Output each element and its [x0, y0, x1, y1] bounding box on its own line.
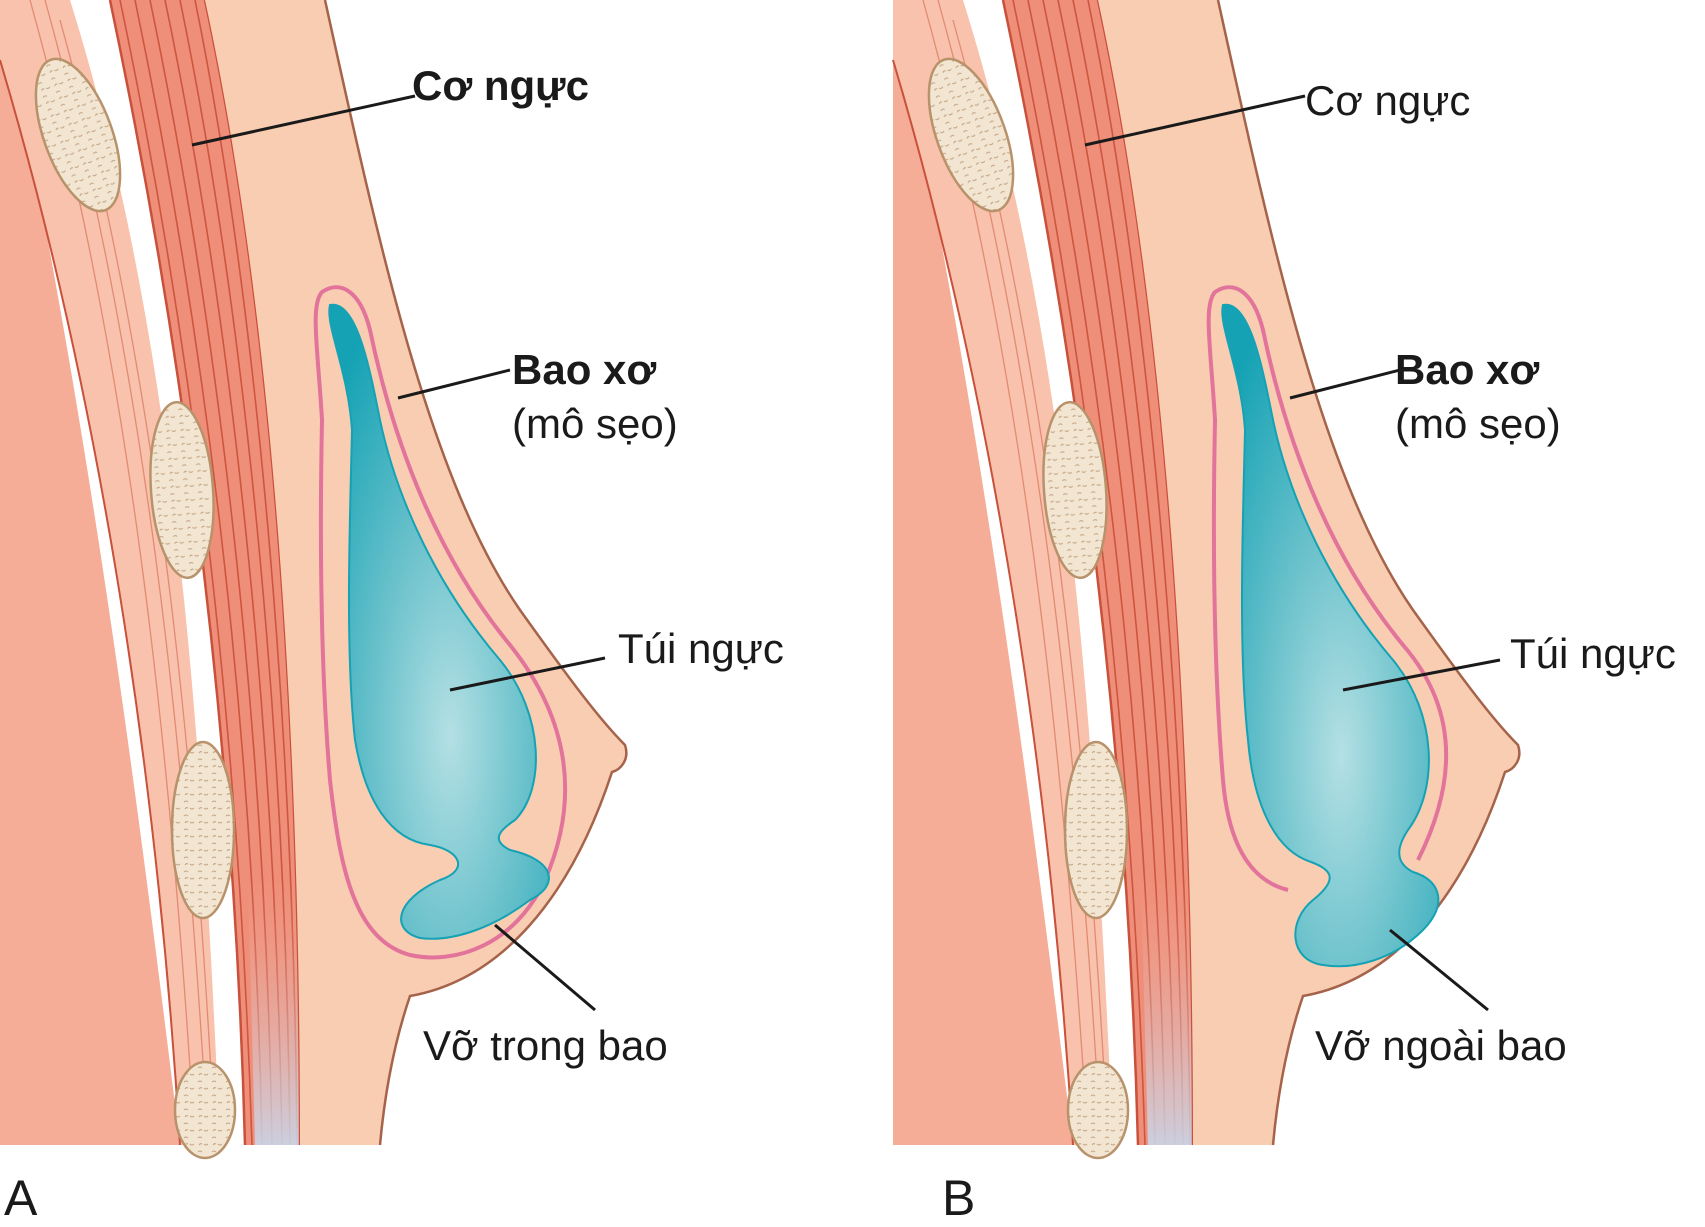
- fibrous-capsule: [313, 285, 568, 960]
- pectoral-label-a: Cơ ngực: [412, 62, 589, 109]
- panel-a: [0, 0, 892, 1160]
- leader-rupture-a: [494, 923, 596, 1012]
- implant: [328, 303, 550, 940]
- panel-b: [891, 0, 1705, 1160]
- implant-extruded: [1221, 303, 1440, 968]
- panel-letter-a: A: [4, 1170, 38, 1226]
- panel-letter-b: B: [942, 1170, 975, 1226]
- leader-rupture-b: [1389, 928, 1489, 1012]
- labels-panel-a: Cơ ngực Bao xơ (mô sẹo) Túi ngực Vỡ tron…: [4, 62, 784, 1226]
- rupture-label-b: Vỡ ngoài bao: [1315, 1022, 1567, 1069]
- implant-label-b: Túi ngực: [1510, 630, 1676, 677]
- leader-capsule-b: [1289, 368, 1401, 400]
- leader-capsule-a: [397, 368, 511, 400]
- implant-label-a: Túi ngực: [618, 625, 784, 672]
- capsule-sub-b: (mô sẹo): [1395, 400, 1561, 447]
- rupture-label-a: Vỡ trong bao: [423, 1022, 668, 1069]
- leader-implant-a: [449, 656, 606, 692]
- fibrous-capsule-broken: [1206, 285, 1449, 892]
- capsule-label-a: Bao xơ: [512, 346, 656, 393]
- capsule-label-b: Bao xơ: [1395, 346, 1539, 393]
- pectoral-label-b: Cơ ngực: [1305, 77, 1470, 124]
- capsule-sub-a: (mô sẹo): [512, 400, 678, 447]
- leader-implant-b: [1342, 658, 1501, 692]
- labels-panel-b: Cơ ngực Bao xơ (mô sẹo) Túi ngực Vỡ ngoà…: [942, 77, 1676, 1226]
- leader-pectoral-b: [1084, 94, 1306, 147]
- leader-pectoral-a: [191, 94, 416, 147]
